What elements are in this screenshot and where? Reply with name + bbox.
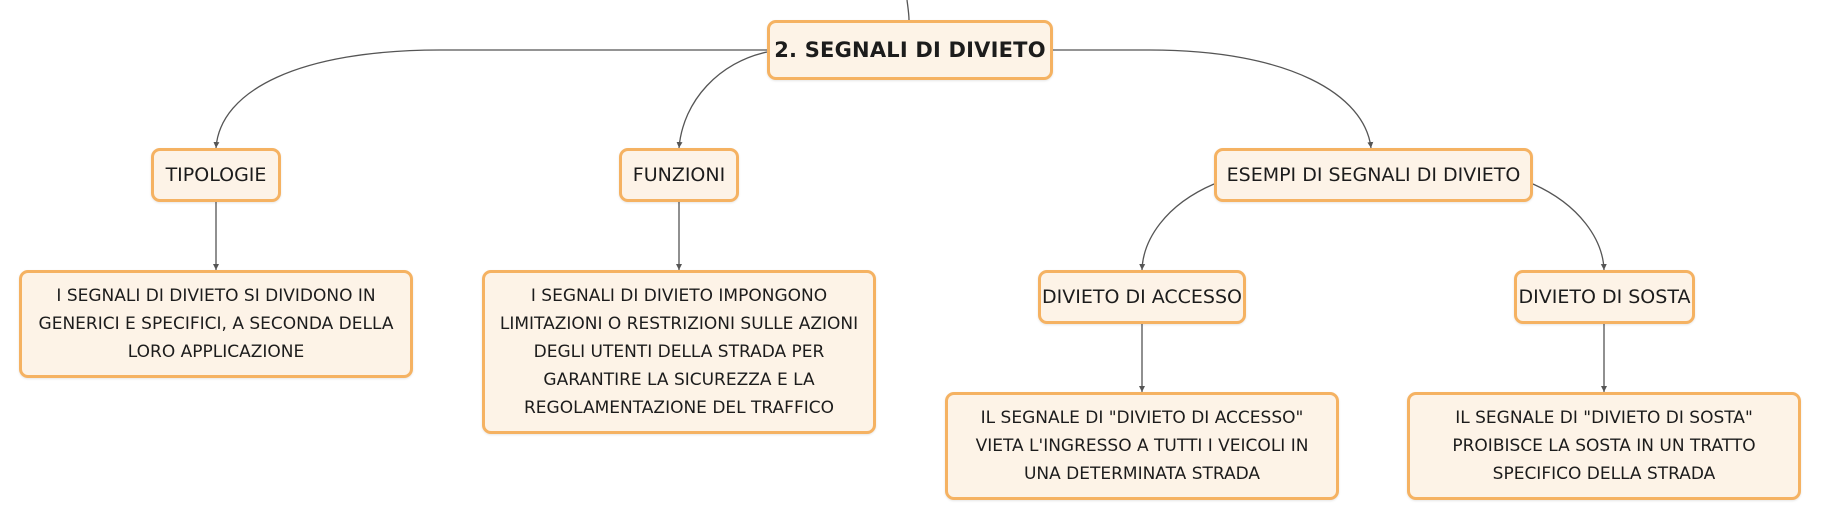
connector-parent-root <box>906 0 910 21</box>
description-text-tipologie: I SEGNALI DI DIVIETO SI DIVIDONO IN GENE… <box>38 286 394 362</box>
category-node-esempi[interactable]: ESEMPI DI SEGNALI DI DIVIETO <box>1214 148 1533 202</box>
example-description-text-sosta: IL SEGNALE DI "DIVIETO DI SOSTA" PROIBIS… <box>1452 408 1756 484</box>
connector-root-tipologie <box>213 49 767 149</box>
category-label-esempi: ESEMPI DI SEGNALI DI DIVIETO <box>1226 164 1521 186</box>
example-description-node-accesso[interactable]: IL SEGNALE DI "DIVIETO DI ACCESSO" VIETA… <box>945 392 1339 500</box>
example-node-sosta[interactable]: DIVIETO DI SOSTA <box>1514 270 1695 324</box>
connector-esempi-accesso <box>1139 183 1215 271</box>
connector-root-funzioni <box>676 51 768 149</box>
category-node-funzioni[interactable]: FUNZIONI <box>619 148 739 202</box>
example-label-sosta: DIVIETO DI SOSTA <box>1518 286 1691 308</box>
description-node-tipologie[interactable]: I SEGNALI DI DIVIETO SI DIVIDONO IN GENE… <box>19 270 413 378</box>
category-node-tipologie[interactable]: TIPOLOGIE <box>151 148 281 202</box>
example-node-accesso[interactable]: DIVIETO DI ACCESSO <box>1038 270 1246 324</box>
connector-root-esempi <box>1053 49 1374 149</box>
root-topic-node[interactable]: 2. SEGNALI DI DIVIETO <box>767 20 1053 80</box>
category-label-funzioni: FUNZIONI <box>632 164 726 186</box>
description-text-funzioni: I SEGNALI DI DIVIETO IMPONGONO LIMITAZIO… <box>499 286 859 418</box>
connector-esempi-sosta <box>1532 183 1607 271</box>
example-label-accesso: DIVIETO DI ACCESSO <box>1042 286 1242 308</box>
category-label-tipologie: TIPOLOGIE <box>165 164 267 186</box>
example-description-node-sosta[interactable]: IL SEGNALE DI "DIVIETO DI SOSTA" PROIBIS… <box>1407 392 1801 500</box>
description-node-funzioni[interactable]: I SEGNALI DI DIVIETO IMPONGONO LIMITAZIO… <box>482 270 876 434</box>
example-description-text-accesso: IL SEGNALE DI "DIVIETO DI ACCESSO" VIETA… <box>975 408 1309 484</box>
root-topic-label: 2. SEGNALI DI DIVIETO <box>774 38 1046 62</box>
